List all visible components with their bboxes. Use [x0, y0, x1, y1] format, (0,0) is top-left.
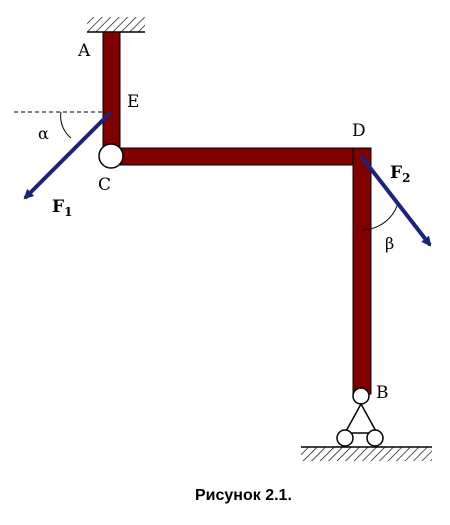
- beam-vertical-ac: [102, 31, 121, 161]
- label-beta: β: [385, 234, 394, 253]
- label-d: D: [352, 121, 366, 141]
- label-e: E: [127, 92, 139, 112]
- force-f2-arrow: [359, 154, 432, 247]
- figure-caption: Рисунок 2.1.: [195, 487, 292, 504]
- angle-alpha-arc: [60, 111, 72, 139]
- beam-horizontal-cd: [110, 147, 372, 166]
- label-f1: F1: [52, 197, 72, 219]
- label-c: C: [98, 175, 111, 195]
- frame: [102, 31, 372, 395]
- label-b: B: [376, 383, 389, 403]
- roller-support-b: [301, 387, 432, 461]
- force-f1-arrow: [23, 110, 113, 200]
- label-f2: F2: [390, 163, 410, 185]
- beam-vertical-db: [352, 147, 372, 395]
- angle-beta-arc: [360, 202, 399, 231]
- hinge-c: [98, 143, 124, 169]
- top-fixed-support: [87, 17, 145, 33]
- force-f2: [359, 154, 432, 247]
- label-alpha: α: [38, 124, 49, 143]
- force-f1: [14, 110, 113, 200]
- label-a: A: [77, 41, 91, 61]
